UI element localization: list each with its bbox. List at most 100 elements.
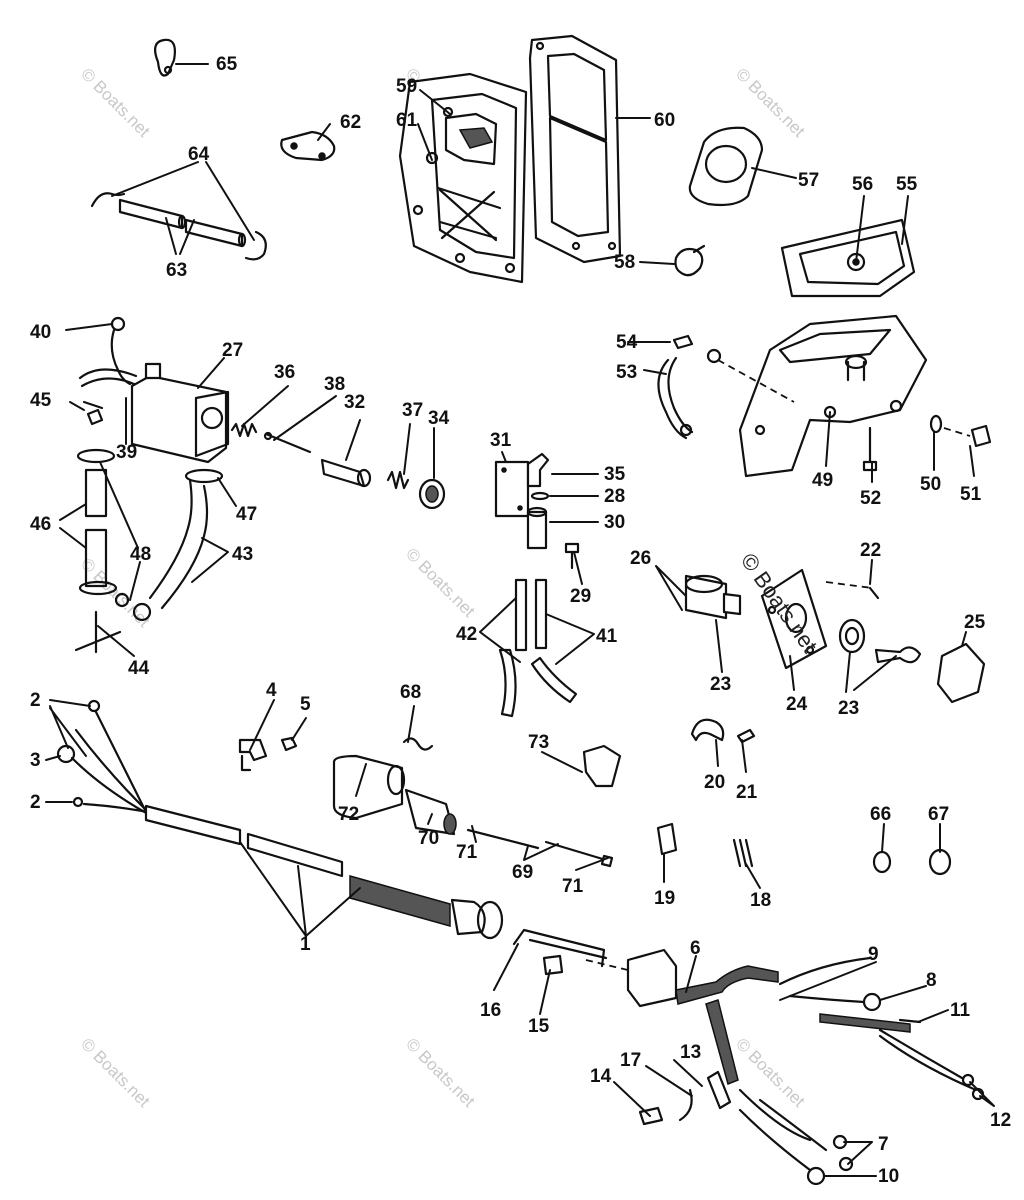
hose-set bbox=[74, 448, 224, 654]
callout-label: 24 bbox=[786, 694, 808, 715]
callout-label: 21 bbox=[736, 782, 758, 803]
callout-label: 59 bbox=[396, 76, 417, 97]
gasket-60 bbox=[528, 34, 622, 264]
valve-30 bbox=[494, 452, 580, 570]
callout-label: 72 bbox=[338, 804, 359, 825]
callout-label: 22 bbox=[860, 540, 881, 561]
callout-label: 2 bbox=[30, 690, 41, 711]
callout-label: 71 bbox=[456, 842, 478, 863]
callout-label: 61 bbox=[396, 110, 418, 131]
callout-label: 63 bbox=[166, 260, 187, 281]
hoses-63 bbox=[90, 192, 267, 261]
callout-label: 60 bbox=[654, 110, 675, 131]
gasket-57 bbox=[688, 126, 764, 207]
callout-label: 25 bbox=[964, 612, 986, 633]
ignition-switch bbox=[684, 568, 986, 704]
callout-label: 39 bbox=[116, 442, 137, 463]
callout-label: 29 bbox=[570, 586, 591, 607]
callout-label: 23 bbox=[838, 698, 859, 719]
callout-label: 35 bbox=[604, 464, 626, 485]
callout-label: 5 bbox=[300, 694, 311, 715]
callout-label: 17 bbox=[620, 1050, 641, 1071]
callout-label: 62 bbox=[340, 112, 361, 133]
callout-label: 28 bbox=[604, 486, 625, 507]
callout-label: 73 bbox=[528, 732, 549, 753]
callout-label: 8 bbox=[926, 970, 937, 991]
bracket-49 bbox=[657, 314, 928, 478]
callout-label: 16 bbox=[480, 1000, 501, 1021]
callout-label: 6 bbox=[690, 938, 701, 959]
callout-label: 64 bbox=[188, 144, 210, 165]
callout-label: 36 bbox=[274, 362, 295, 383]
callout-label: 55 bbox=[896, 174, 918, 195]
callout-label: 40 bbox=[30, 322, 51, 343]
callout-label: 65 bbox=[216, 54, 238, 75]
watermark: © Boats.net bbox=[402, 544, 479, 621]
callout-label: 54 bbox=[616, 332, 638, 353]
plate-62 bbox=[280, 130, 336, 162]
callout-label: 37 bbox=[402, 400, 423, 421]
hoses-41-42 bbox=[498, 578, 578, 718]
clip-58 bbox=[674, 244, 706, 277]
callout-label: 10 bbox=[878, 1166, 899, 1187]
callout-label: 31 bbox=[490, 430, 512, 451]
callout-label: 42 bbox=[456, 624, 477, 645]
callout-label: 47 bbox=[236, 504, 257, 525]
watermark: © Boats.net bbox=[77, 1034, 154, 1111]
callout-label: 66 bbox=[870, 804, 891, 825]
clamp-20 bbox=[690, 718, 756, 744]
callout-label: 18 bbox=[750, 890, 771, 911]
callout-label: 32 bbox=[344, 392, 365, 413]
callout-label: 69 bbox=[512, 862, 533, 883]
leader-lines bbox=[45, 63, 995, 1177]
harness-6 bbox=[626, 948, 985, 1186]
callout-label: 46 bbox=[30, 514, 51, 535]
callout-label: 34 bbox=[428, 408, 450, 429]
callout-label: 57 bbox=[798, 170, 819, 191]
clip-65 bbox=[153, 38, 176, 77]
callout-label: 56 bbox=[852, 174, 873, 195]
callout-label: 50 bbox=[920, 474, 941, 495]
callout-label: 1 bbox=[300, 934, 311, 955]
watermark: © Boats.net bbox=[77, 64, 154, 141]
callouts: 1 2 2 3 4 5 6 7 8 9 10 11 12 13 14 15 16… bbox=[30, 54, 1011, 1187]
callout-label: 44 bbox=[128, 658, 150, 679]
callout-label: 15 bbox=[528, 1016, 550, 1037]
terminals-69-71 bbox=[466, 828, 614, 868]
callout-label: 49 bbox=[812, 470, 833, 491]
callout-label: 68 bbox=[400, 682, 421, 703]
gasket-55 bbox=[780, 218, 916, 298]
callout-label: 70 bbox=[418, 828, 439, 849]
parts bbox=[56, 34, 992, 1186]
watermark: © Boats.net bbox=[732, 1034, 809, 1111]
callout-label: 27 bbox=[222, 340, 243, 361]
callout-label: 19 bbox=[654, 888, 675, 909]
watermark: © Boats.net bbox=[402, 1034, 479, 1111]
callout-label: 13 bbox=[680, 1042, 701, 1063]
plunger-parts bbox=[230, 422, 446, 510]
callout-label: 26 bbox=[630, 548, 651, 569]
harness-1 bbox=[56, 699, 504, 940]
callout-label: 41 bbox=[596, 626, 618, 647]
bracket-4 bbox=[238, 736, 298, 772]
bracket-16 bbox=[512, 928, 637, 976]
watermark: © Boats.net bbox=[732, 64, 809, 141]
screw-52 bbox=[862, 414, 992, 472]
callout-label: 48 bbox=[130, 544, 151, 565]
callout-label: 30 bbox=[604, 512, 625, 533]
callout-label: 2 bbox=[30, 792, 41, 813]
callout-label: 23 bbox=[710, 674, 731, 695]
callout-label: 7 bbox=[878, 1134, 889, 1155]
callout-label: 58 bbox=[614, 252, 635, 273]
housing-59 bbox=[398, 72, 528, 284]
callout-label: 20 bbox=[704, 772, 725, 793]
callout-label: 53 bbox=[616, 362, 637, 383]
connector-parts bbox=[332, 737, 622, 836]
callout-label: 43 bbox=[232, 544, 253, 565]
callout-label: 51 bbox=[960, 484, 982, 505]
plugs-66-67 bbox=[872, 848, 952, 876]
clip-19 bbox=[656, 822, 754, 868]
callout-label: 52 bbox=[860, 488, 881, 509]
